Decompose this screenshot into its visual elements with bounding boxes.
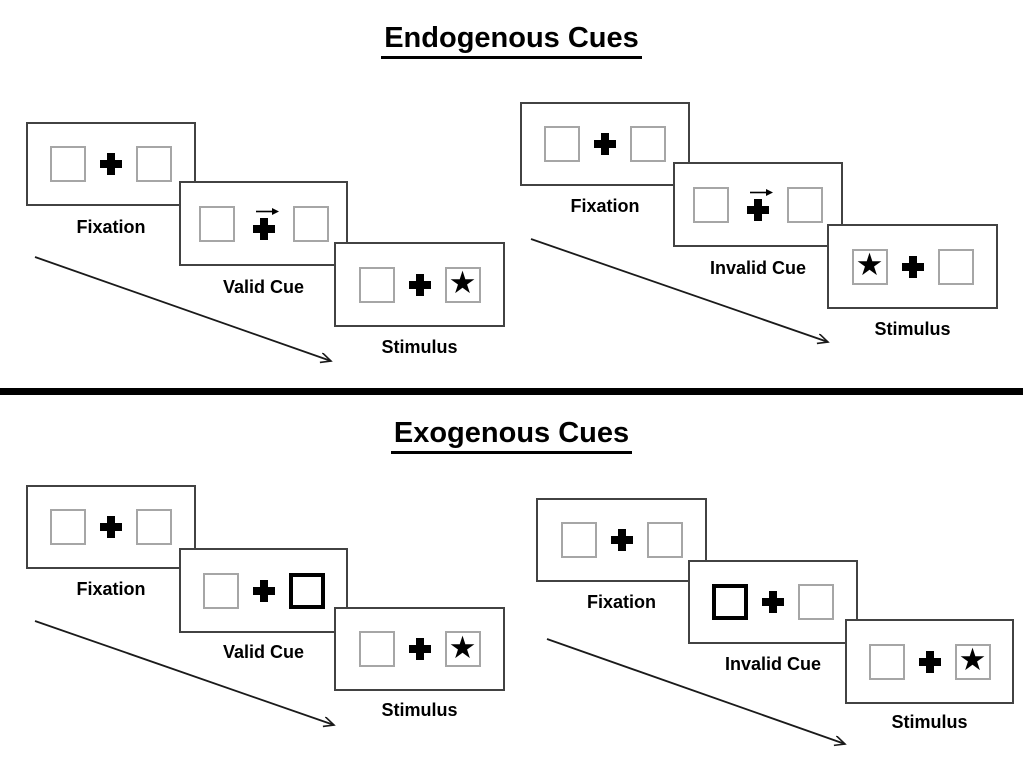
right-box — [787, 186, 823, 223]
left-box — [544, 126, 580, 162]
step-label-stimulus: Stimulus — [381, 700, 458, 720]
step-label-fixation: Fixation — [586, 592, 656, 612]
fixation-cross-icon — [252, 579, 275, 602]
exo-valid-fixation-panel — [26, 485, 196, 569]
step-label-stimulus: Stimulus — [874, 319, 951, 339]
fixation-cross-icon — [918, 650, 941, 673]
step-label-stimulus: Stimulus — [381, 337, 458, 357]
target-star-icon: ★ — [855, 247, 884, 283]
left-box — [560, 522, 597, 558]
step-label-cue: Invalid Cue — [709, 258, 807, 278]
fixation-cross-icon — [100, 153, 122, 175]
left-box — [358, 266, 395, 303]
cue-highlight-box — [288, 572, 325, 609]
cue-highlight-box — [712, 584, 748, 620]
fixation-cross-icon — [100, 516, 122, 538]
endo-valid-cue-panel — [179, 181, 348, 266]
exo-invalid-stimulus-panel: ★ — [845, 619, 1014, 704]
step-label-stimulus: Stimulus — [891, 712, 968, 732]
left-box: ★ — [851, 247, 888, 285]
left-box — [198, 205, 235, 242]
fixation-cross-icon — [762, 591, 784, 613]
section-title-text: Endogenous Cues — [381, 22, 642, 59]
step-label-cue: Invalid Cue — [724, 654, 822, 674]
right-box — [630, 126, 666, 162]
fixation-cross-icon — [610, 529, 633, 551]
time-arrow-endogenous-valid — [34, 256, 331, 361]
right-box — [646, 522, 683, 558]
step-label-cue: Valid Cue — [222, 277, 305, 297]
fixation-cross-icon — [901, 255, 924, 278]
right-box: ★ — [954, 642, 991, 680]
right-box: ★ — [444, 629, 481, 667]
endo-valid-fixation-panel — [26, 122, 196, 206]
cue-arrow-right-icon — [255, 208, 279, 215]
target-star-icon: ★ — [448, 629, 477, 666]
central-cue — [743, 188, 773, 221]
section-title-endogenous: Endogenous Cues — [0, 22, 1023, 59]
right-box — [136, 146, 172, 182]
exo-valid-stimulus-panel: ★ — [334, 607, 505, 691]
fixation-cross-icon — [252, 218, 275, 240]
step-label-cue: Valid Cue — [222, 642, 305, 662]
cue-arrow-right-icon — [750, 189, 773, 196]
exo-invalid-cue-panel — [688, 560, 858, 644]
section-divider — [0, 388, 1023, 395]
right-box — [136, 509, 172, 545]
time-arrow-exogenous-valid — [34, 620, 334, 725]
target-star-icon: ★ — [958, 642, 987, 678]
left-box — [50, 146, 86, 182]
target-star-icon: ★ — [448, 265, 477, 301]
section-title-exogenous: Exogenous Cues — [0, 417, 1023, 454]
endo-invalid-fixation-panel — [520, 102, 690, 186]
left-box — [693, 186, 729, 223]
step-label-fixation: Fixation — [76, 217, 146, 237]
endo-invalid-stimulus-panel: ★ — [827, 224, 998, 309]
right-box — [798, 584, 834, 620]
time-arrow-endogenous-invalid — [530, 238, 828, 342]
left-box — [50, 509, 86, 545]
left-box — [358, 631, 395, 667]
right-box — [937, 248, 974, 285]
step-label-fixation: Fixation — [76, 579, 146, 599]
step-label-fixation: Fixation — [570, 196, 640, 216]
right-box: ★ — [444, 265, 481, 303]
section-title-text: Exogenous Cues — [390, 417, 633, 454]
endo-valid-stimulus-panel: ★ — [334, 242, 505, 327]
fixation-cross-icon — [747, 199, 769, 221]
left-box — [868, 643, 905, 680]
fixation-cross-icon — [408, 638, 431, 660]
endo-invalid-cue-panel — [673, 162, 843, 247]
exo-invalid-fixation-panel — [536, 498, 707, 582]
right-box — [292, 205, 329, 242]
central-cue — [249, 207, 279, 240]
fixation-cross-icon — [594, 133, 616, 155]
exo-valid-cue-panel — [179, 548, 348, 633]
fixation-cross-icon — [408, 273, 431, 296]
left-box — [202, 572, 239, 609]
